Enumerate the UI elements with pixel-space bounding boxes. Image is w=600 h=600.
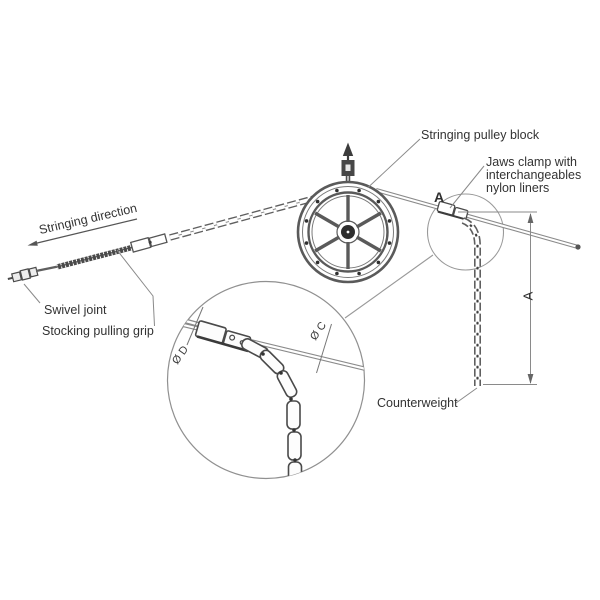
- stringing-pulley-block: [296, 142, 400, 284]
- pulling-rope-assembly: [7, 195, 315, 283]
- detail-circle-large: [166, 280, 366, 480]
- stocking-leader: [116, 249, 155, 327]
- jaws-clamp-label: Jaws clamp with interchangeables nylon l…: [486, 155, 581, 195]
- detail-circle-small: [426, 193, 505, 271]
- conductor-end-dot: [575, 244, 581, 250]
- jaws-leader: [449, 165, 485, 209]
- spokes: [314, 195, 382, 269]
- svg-text:nylon liners: nylon liners: [486, 181, 549, 195]
- rope-chain: [169, 195, 315, 241]
- dia-c-leader: [316, 323, 332, 374]
- detail-connector-line: [344, 254, 434, 319]
- stocking-pulling-grip: [56, 244, 133, 270]
- swivel-leader: [23, 283, 41, 304]
- detail-a-marker: A: [434, 189, 444, 205]
- rim-bolts: [304, 188, 392, 276]
- pulley-leader: [367, 138, 421, 188]
- stringing-direction-arrow: [27, 218, 138, 246]
- dimension-a: [458, 211, 537, 385]
- dia-d-leader: [186, 306, 204, 346]
- jaws-clamp: [436, 200, 469, 221]
- rope-segment: [35, 265, 59, 273]
- leader-lines: [23, 138, 485, 404]
- counterweight-leader: [455, 387, 478, 404]
- detail-view-large: Ø D Ø C: [166, 280, 366, 480]
- grip-connector: [129, 233, 168, 253]
- stringing-direction-label: Stringing direction: [38, 201, 139, 237]
- stocking-pulling-grip-label: Stocking pulling grip: [42, 324, 154, 338]
- counterweight-chain: [461, 217, 481, 386]
- conductor-line: [375, 187, 581, 250]
- up-arrow: [342, 142, 354, 160]
- dim-arrow-bottom: [527, 374, 534, 384]
- svg-text:Jaws clamp with: Jaws clamp with: [486, 155, 577, 169]
- counterweight-label: Counterweight: [377, 396, 458, 410]
- dim-arrow-top: [527, 213, 534, 223]
- swivel-joint: [7, 266, 39, 283]
- dimension-a-label: A: [521, 291, 536, 300]
- chain-pins: [261, 352, 297, 462]
- pulley-wheel: [296, 180, 400, 284]
- svg-text:interchangeables: interchangeables: [486, 168, 581, 182]
- hub-ring: [336, 220, 360, 244]
- swivel-joint-label: Swivel joint: [44, 303, 107, 317]
- stringing-pulley-block-label: Stringing pulley block: [421, 128, 540, 142]
